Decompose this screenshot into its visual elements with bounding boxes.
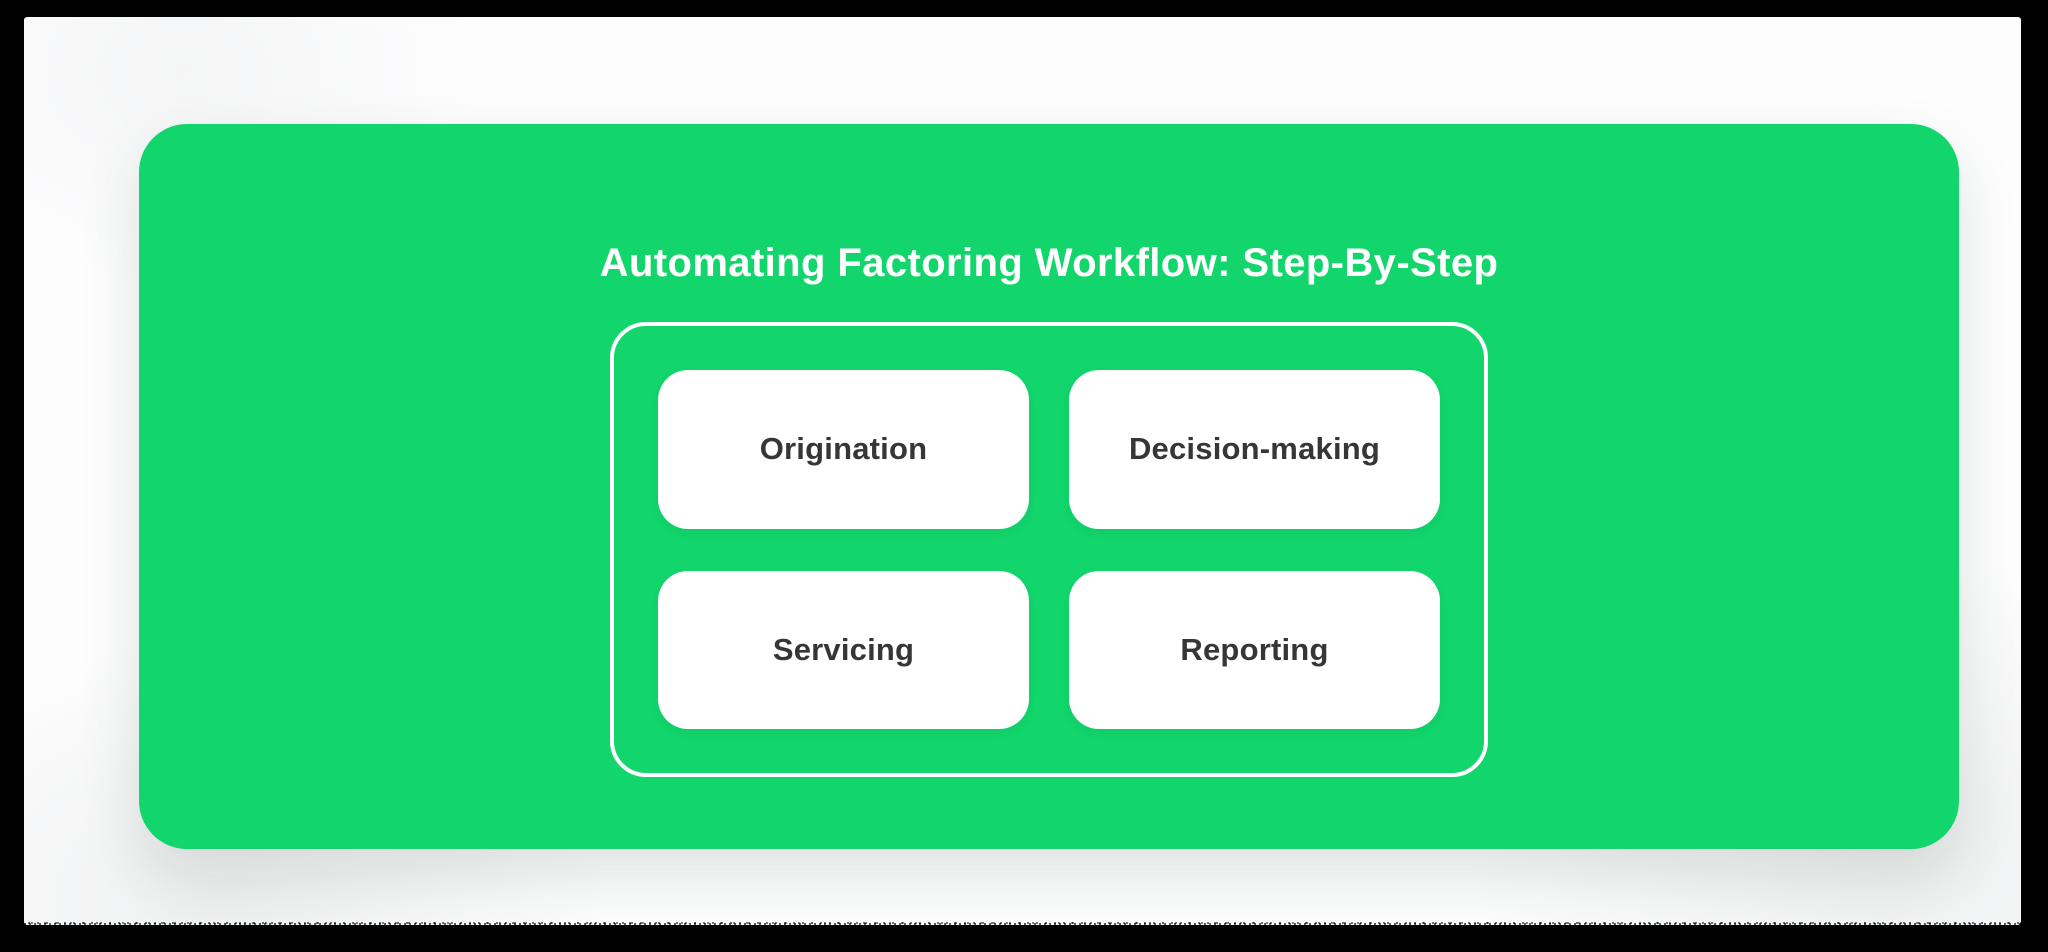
workflow-steps-container: Origination Decision-making Servicing Re… bbox=[610, 322, 1488, 777]
step-label: Decision-making bbox=[1128, 431, 1381, 467]
step-label: Origination bbox=[759, 431, 928, 467]
diagram-title: Automating Factoring Workflow: Step-By-S… bbox=[599, 241, 1499, 285]
workflow-panel: Automating Factoring Workflow: Step-By-S… bbox=[139, 124, 1959, 849]
step-label: Servicing bbox=[772, 631, 915, 667]
workflow-step-reporting: Reporting bbox=[1069, 570, 1440, 729]
workflow-step-decision-making: Decision-making bbox=[1069, 370, 1440, 529]
workflow-step-servicing: Servicing bbox=[658, 570, 1029, 729]
paper-background: Automating Factoring Workflow: Step-By-S… bbox=[24, 17, 2021, 927]
scan-noise-edge bbox=[24, 917, 2021, 927]
workflow-step-origination: Origination bbox=[658, 370, 1029, 529]
step-label: Reporting bbox=[1180, 631, 1329, 667]
